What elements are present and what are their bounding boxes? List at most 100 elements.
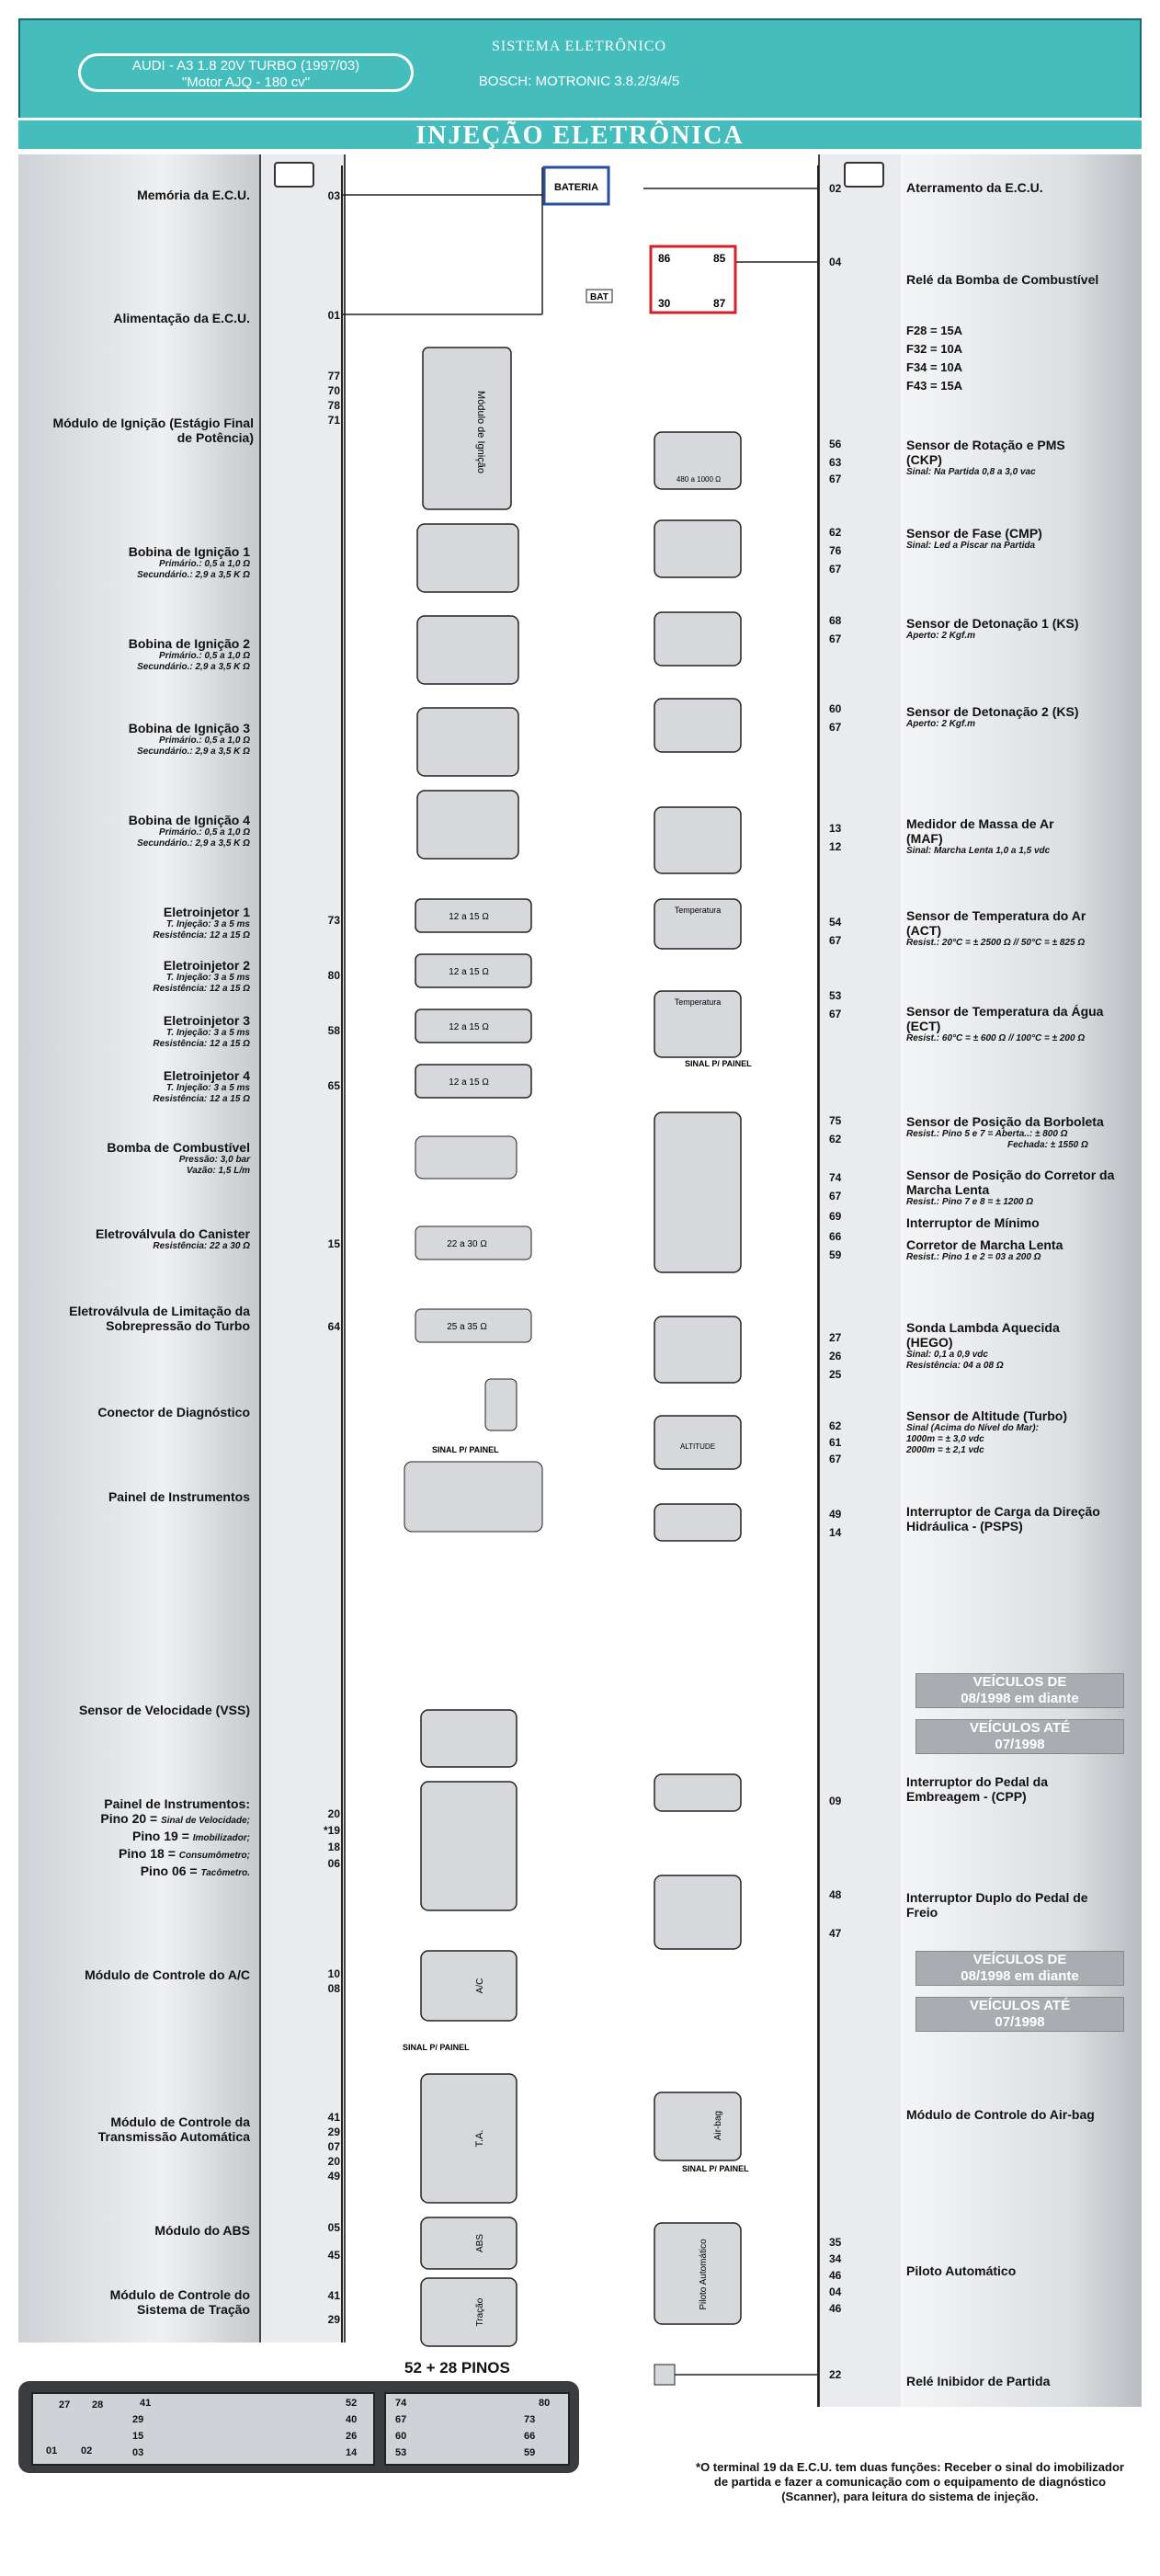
knock-sensor-2-symbol [654, 698, 742, 753]
pin-65: 65 [327, 1079, 340, 1092]
rpin-60: 60 [829, 702, 842, 715]
label-fuel-pump-relay: Relé da Bomba de Combustível [906, 272, 1099, 287]
svg-text:12 a 15 Ω: 12 a 15 Ω [449, 912, 489, 922]
rpin-46b: 46 [829, 2302, 842, 2315]
relay-pin-86: 86 [658, 252, 671, 265]
pin-06: 06 [327, 1857, 340, 1870]
fuse-list: F28 = 15A F32 = 10A F34 = 10A F43 = 15A [906, 322, 1136, 395]
svg-text:Temperatura: Temperatura [675, 997, 722, 1007]
svg-text:25 a 35 Ω: 25 a 35 Ω [447, 1322, 487, 1332]
rpin-61: 61 [829, 1436, 842, 1449]
rpin-22: 22 [829, 2368, 842, 2381]
label-act: Sensor de Temperatura do Ar (ACT)Resist.… [906, 908, 1086, 948]
pin-05: 05 [327, 2221, 340, 2234]
act-sensor-symbol [654, 898, 742, 950]
ckp-sensor-symbol [654, 431, 742, 490]
pin-01: 01 [327, 309, 340, 322]
pin-10: 10 [327, 1967, 340, 1980]
relay-pin-30: 30 [658, 297, 671, 310]
svg-text:480 a 1000 Ω: 480 a 1000 Ω [677, 475, 721, 484]
rpin-53: 53 [829, 989, 842, 1002]
clutch-switch-symbol [654, 1773, 742, 1812]
coil-2-symbol [416, 615, 519, 685]
pin-77: 77 [327, 370, 340, 382]
rpin-62: 62 [829, 526, 842, 539]
ect-sensor-symbol [654, 990, 742, 1058]
turbo-valve-symbol [415, 1308, 532, 1343]
ecu-icon-right [844, 162, 884, 188]
rpin-67e: 67 [829, 934, 842, 947]
rpin-62c: 62 [829, 1419, 842, 1432]
svg-text:12 a 15 Ω: 12 a 15 Ω [449, 1077, 489, 1088]
label-ecu-power: Alimentação da E.C.U. [113, 311, 250, 325]
label-clutch-switch: Interruptor do Pedal da Embreagem - (CPP… [906, 1774, 1049, 1804]
rpin-04: 04 [829, 256, 842, 268]
label-brake-switch: Interruptor Duplo do Pedal de Freio [906, 1890, 1088, 1920]
label-knock-1: Sensor de Detonação 1 (KS)Aperto: 2 Kgf.… [906, 616, 1079, 641]
rpin-68: 68 [829, 614, 842, 627]
pin-80: 80 [327, 969, 340, 982]
pin-08: 08 [327, 1982, 340, 1995]
fuse-f28: F28 = 15A [906, 324, 963, 337]
coil-1-symbol [416, 523, 519, 593]
start-inhibitor-symbol [654, 2364, 676, 2386]
label-start-inhibitor: Relé Inibidor de Partida [906, 2374, 1051, 2388]
svg-text:Piloto Automático: Piloto Automático [699, 2239, 709, 2310]
fuse-f32: F32 = 10A [906, 342, 963, 356]
injector-4-symbol [415, 1064, 532, 1099]
rpin-59: 59 [829, 1248, 842, 1261]
pin-03: 03 [327, 189, 340, 202]
rpin-67f: 67 [829, 1008, 842, 1020]
rpin-09: 09 [829, 1795, 842, 1807]
label-idle-switch: Interruptor de Mínimo [906, 1215, 1040, 1230]
rpin-04b: 04 [829, 2285, 842, 2298]
label-altitude-sensor: Sensor de Altitude (Turbo)Sinal (Acima d… [906, 1408, 1067, 1455]
label-knock-2: Sensor de Detonação 2 (KS)Aperto: 2 Kgf.… [906, 704, 1079, 729]
connector-block-52: 27 28 41 52 29 40 15 26 01 02 03 14 [31, 2392, 375, 2466]
relay-pin-85: 85 [713, 252, 726, 265]
fuse-f43: F43 = 15A [906, 379, 963, 393]
throttle-body-symbol [654, 1111, 742, 1273]
svg-text:ALTITUDE: ALTITUDE [680, 1442, 715, 1451]
battery-label: BATERIA [554, 182, 598, 193]
svg-text:SINAL P/ PAINEL: SINAL P/ PAINEL [685, 1059, 752, 1068]
svg-text:A/C: A/C [475, 1978, 485, 1994]
pin-71: 71 [327, 414, 340, 427]
ecu-right-pin-column [818, 154, 904, 2407]
rpin-34: 34 [829, 2252, 842, 2265]
label-maf: Medidor de Massa de Ar (MAF)Sinal: March… [906, 816, 1054, 856]
rpin-49: 49 [829, 1508, 842, 1521]
ignition-module-label: Módulo de Ignição [475, 391, 486, 473]
connector-block-28: 74 80 67 73 60 66 53 59 [384, 2392, 570, 2466]
fuse-f34: F34 = 10A [906, 360, 963, 374]
label-instrument-panel: Painel de Instrumentos [108, 1489, 250, 1504]
svg-text:12 a 15 Ω: 12 a 15 Ω [449, 967, 489, 977]
battery-symbol [542, 165, 610, 206]
brake-switch-symbol [654, 1875, 742, 1950]
rpin-48: 48 [829, 1888, 842, 1901]
ac-module-symbol [420, 1950, 517, 2022]
fuel-pump-symbol [415, 1135, 517, 1180]
rpin-27: 27 [829, 1331, 842, 1344]
knock-sensor-1-symbol [654, 611, 742, 667]
rpin-67d: 67 [829, 721, 842, 734]
system-title: SISTEMA ELETRÔNICO [492, 39, 666, 54]
ecu-left-pin-column [259, 154, 346, 2342]
rpin-12: 12 [829, 840, 842, 853]
engine-model: "Motor AJQ - 180 cv" [181, 74, 311, 90]
rpin-62b: 62 [829, 1133, 842, 1146]
pin-29b: 29 [327, 2313, 340, 2326]
instrument-panel-symbol [404, 1461, 543, 1533]
label-psps: Interruptor de Carga da Direção Hidráuli… [906, 1504, 1100, 1533]
ignition-module-symbol [422, 347, 512, 510]
label-diagnostic-connector: Conector de Diagnóstico [97, 1405, 250, 1419]
rpin-67b: 67 [829, 563, 842, 576]
fuel-pump-relay-symbol [649, 245, 737, 314]
